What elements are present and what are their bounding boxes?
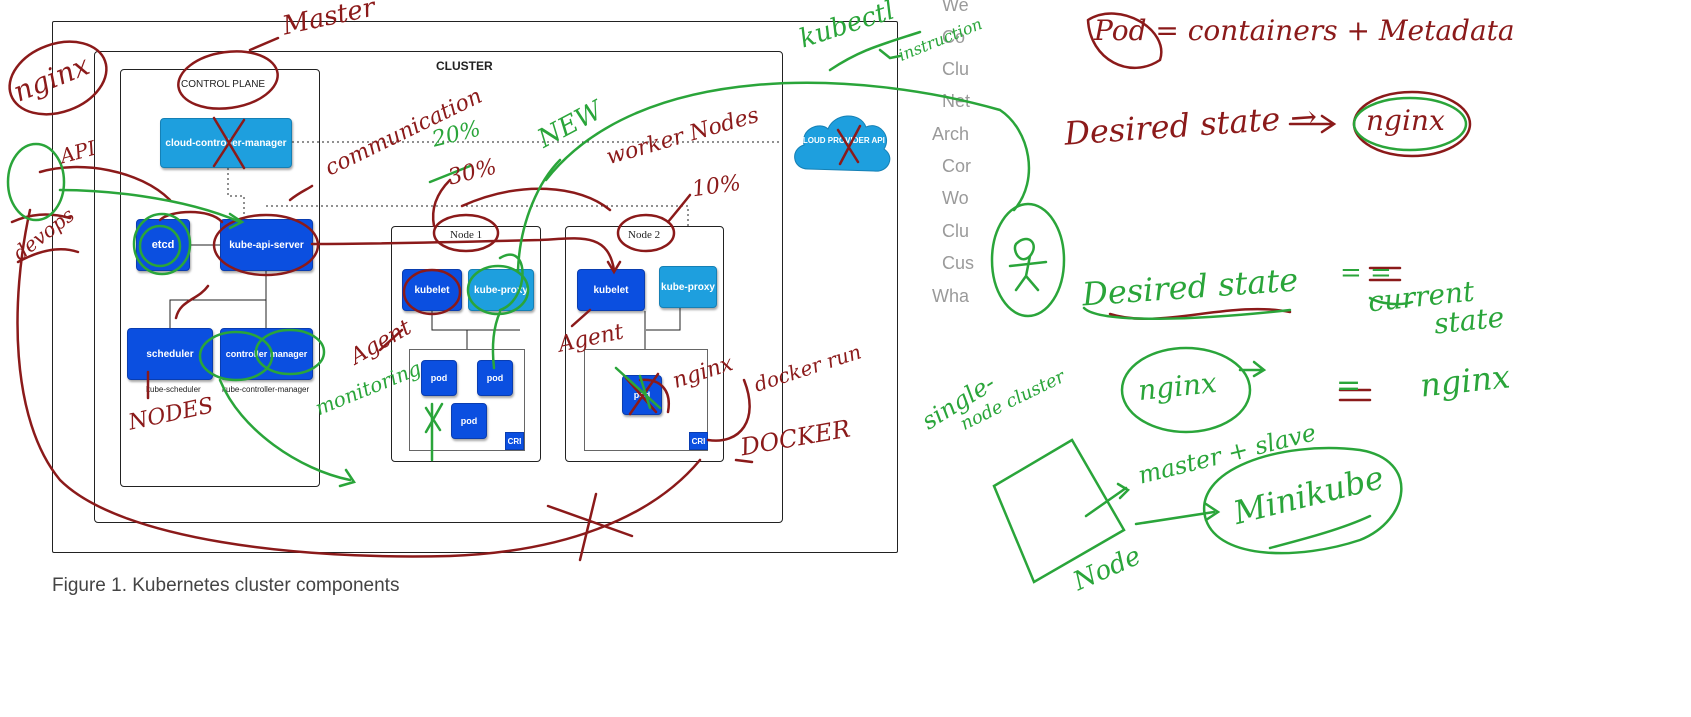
annotation-equals-2: = (1336, 368, 1362, 403)
green-ink-strokes (6, 30, 1468, 584)
node2-box (565, 226, 724, 462)
node1-box (391, 226, 541, 462)
sidebar-item-6[interactable]: Cor (942, 156, 972, 176)
cloud-controller-manager-box: cloud-controller-manager (160, 118, 292, 168)
sidebar-item-1[interactable]: We (942, 0, 969, 15)
scheduler-box: scheduler (127, 328, 213, 380)
sidebar-item-7[interactable]: Wo (942, 188, 969, 208)
node1-pod-1: pod (421, 360, 457, 396)
diagram-connectors (169, 141, 782, 349)
sidebar-item-3[interactable]: Clu (942, 59, 970, 79)
node1-cri: CRI (505, 432, 524, 450)
controller-manager-caption: kube-controller-manager (222, 385, 310, 394)
control-plane-label: CONTROL PLANE (181, 79, 266, 90)
sidebar-item-5[interactable]: Arch (932, 124, 970, 144)
node2-pod-area (584, 349, 708, 451)
sidebar-item-4[interactable]: Net (942, 91, 971, 111)
node1-label: Node 1 (450, 229, 483, 241)
cluster-label: CLUSTER (436, 59, 493, 73)
node1-pod-3: pod (451, 403, 487, 439)
cloud-shape (794, 115, 891, 172)
sidebar-item-9[interactable]: Cus (942, 253, 975, 273)
sidebar-item-2[interactable]: Co (942, 27, 966, 47)
annotation-nginx-right-1: nginx (1366, 104, 1445, 137)
sidebar-item-8[interactable]: Clu (942, 221, 970, 241)
control-plane-box (120, 69, 320, 487)
annotation-pod-definition: Pod = containers + Metadata (1094, 14, 1515, 47)
node2-label: Node 2 (628, 229, 661, 241)
scheduler-caption: kube-scheduler (146, 385, 201, 394)
node1-pod-area (409, 349, 525, 451)
node2-kubelet: kubelet (577, 269, 645, 311)
node2-kube-proxy: kube-proxy (659, 266, 717, 308)
outer-frame (52, 21, 898, 553)
cloud-provider-api: CLOUD PROVIDER API (788, 105, 894, 181)
sidebar-item-10[interactable]: Wha (932, 286, 970, 306)
kube-api-server-box: kube-api-server (220, 219, 313, 271)
red-ink-strokes (8, 12, 1472, 562)
annotation-equals: = = (1340, 258, 1392, 288)
cluster-box (94, 51, 783, 523)
cloud-provider-api-label: CLOUD PROVIDER API (797, 136, 885, 145)
